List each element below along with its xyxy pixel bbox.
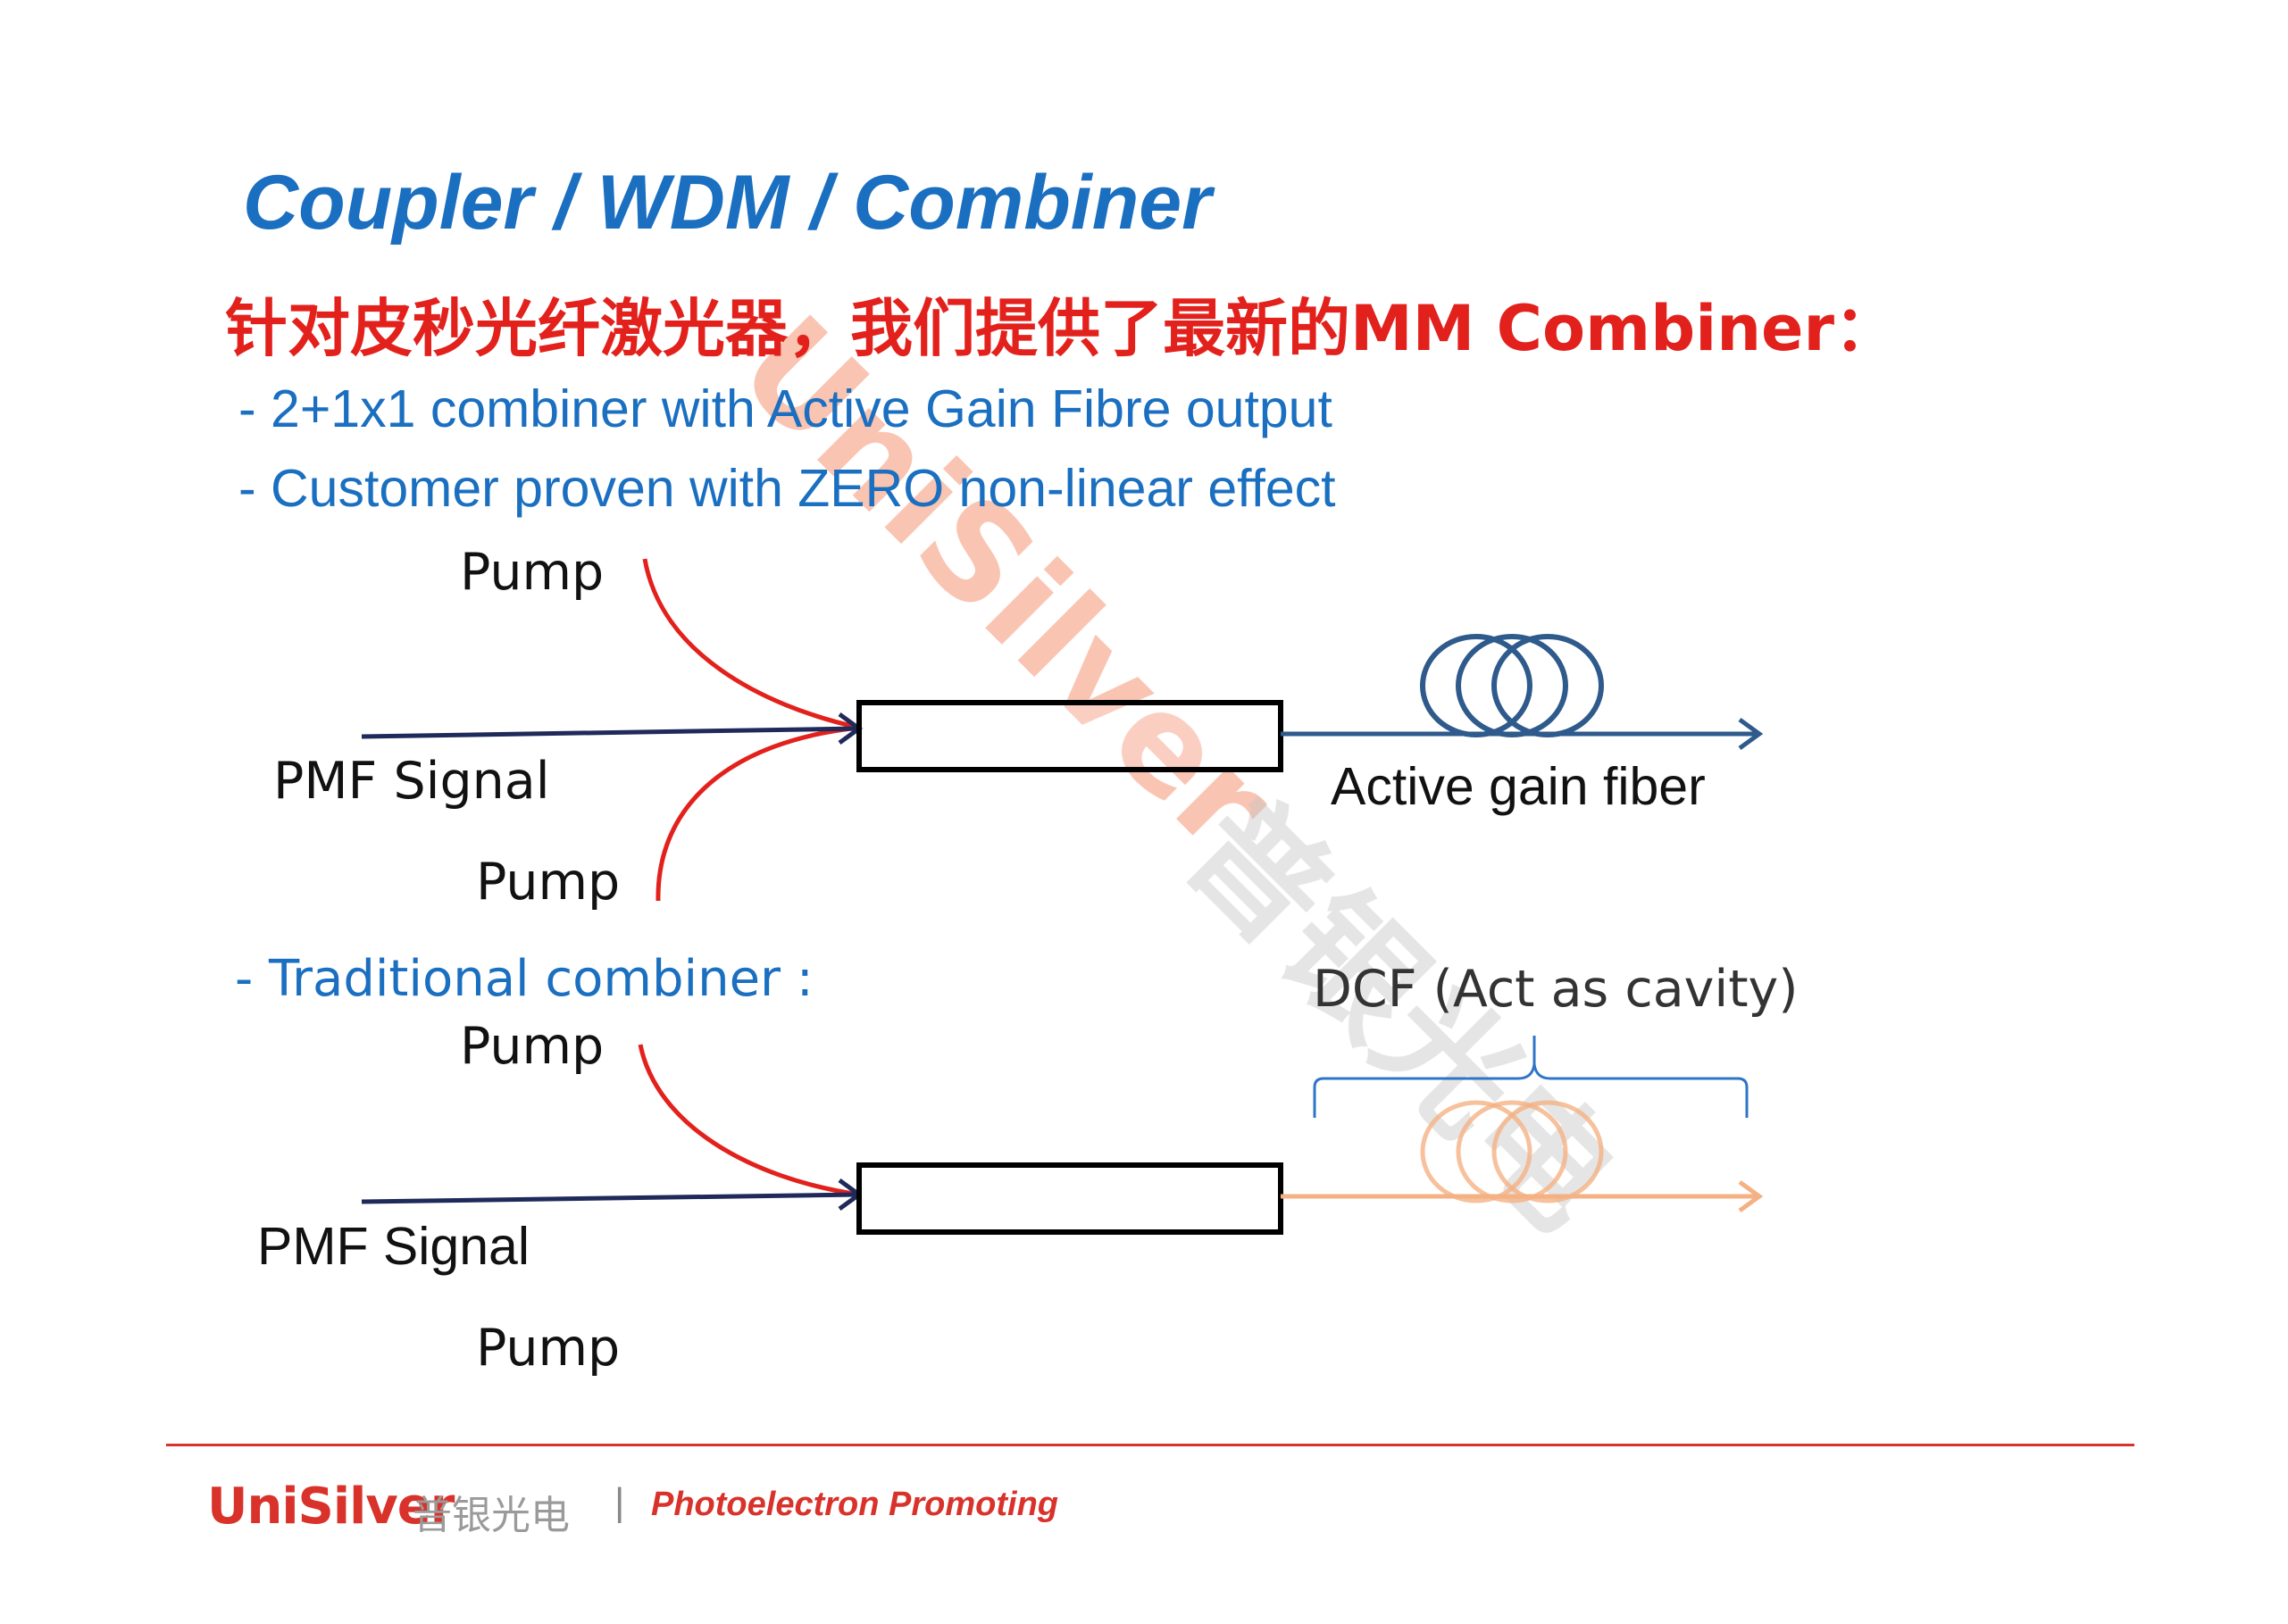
pump-bottom-fiber bbox=[656, 725, 860, 902]
bullet-item: - Customer proven with ZERO non-linear e… bbox=[238, 459, 1336, 518]
traditional-combiner-diagram bbox=[361, 1036, 1764, 1235]
active-gain-fiber-label: Active gain fiber bbox=[1331, 757, 1706, 816]
page-subtitle: 针对皮秒光纤激光器，我们提供了最新的MM Combiner： bbox=[225, 292, 1898, 365]
fiber-coil-icon bbox=[1420, 634, 1604, 737]
pump-top-fiber-2 bbox=[638, 1044, 860, 1197]
footer-tagline: Photoelectron Promoting bbox=[651, 1486, 1058, 1523]
watermark-text: UniSilver bbox=[710, 287, 1303, 880]
new-combiner-diagram bbox=[361, 558, 1764, 902]
combiner-box bbox=[856, 700, 1283, 772]
pmf-signal-label: PMF Signal bbox=[273, 752, 550, 811]
pmf-signal-label-2: PMF Signal bbox=[257, 1217, 530, 1276]
pump-top-label-2: Pump bbox=[460, 1017, 605, 1076]
footer-separator: | bbox=[614, 1480, 625, 1524]
dcf-arrowhead bbox=[1738, 1179, 1764, 1213]
page-title: Coupler / WDM / Combiner bbox=[243, 160, 1212, 246]
signal-fiber-2 bbox=[361, 1192, 860, 1204]
footer-logo-cn: 普银光电 bbox=[413, 1493, 570, 1538]
dcf-brace bbox=[1313, 1036, 1749, 1118]
pump-bottom-label: Pump bbox=[476, 853, 621, 912]
pump-top-label: Pump bbox=[460, 543, 605, 602]
pump-top-fiber bbox=[642, 558, 860, 730]
dcf-coil-icon bbox=[1420, 1100, 1604, 1203]
traditional-combiner-heading: - Traditional combiner : bbox=[235, 950, 814, 1008]
signal-fiber bbox=[361, 726, 860, 739]
footer-logo: UniSilver bbox=[207, 1478, 455, 1536]
combiner-box-2 bbox=[856, 1162, 1283, 1235]
bullet-item: - 2+1x1 combiner with Active Gain Fibre … bbox=[238, 379, 1332, 438]
footer-divider bbox=[166, 1444, 2134, 1446]
pump-bottom-label-2: Pump bbox=[476, 1319, 621, 1378]
dcf-label: DCF (Act as cavity) bbox=[1313, 960, 1799, 1019]
output-arrowhead bbox=[1738, 717, 1764, 751]
